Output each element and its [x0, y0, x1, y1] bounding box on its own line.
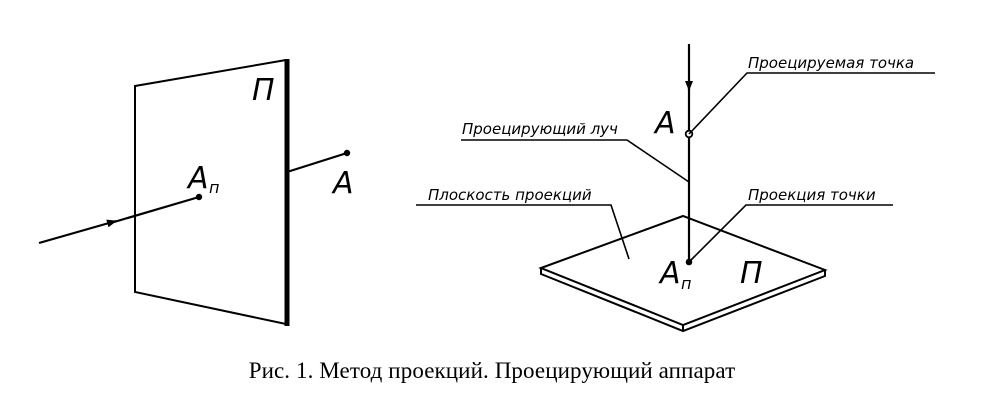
- figure-caption: Рис. 1. Метод проекций. Проецирующий апп…: [248, 358, 736, 383]
- projection-point-dot: [195, 193, 203, 201]
- projection-subscript-right: п: [681, 274, 691, 293]
- incoming-ray-arrow: [38, 219, 117, 245]
- projection-label: A: [186, 161, 209, 196]
- left-figure: П A A п: [38, 59, 354, 326]
- projection-plane-top: [538, 214, 828, 327]
- projection-plane-callout: Плоскость проекций: [428, 186, 592, 204]
- point-a-dot: [343, 149, 351, 157]
- projected-point-callout: Проецируемая точка: [748, 54, 914, 72]
- plane-label: П: [252, 73, 275, 108]
- plane-label-right: П: [740, 256, 763, 291]
- point-projection-leader: [688, 204, 893, 263]
- point-a-label: A: [331, 166, 354, 201]
- projection-plane-leader: [416, 204, 630, 260]
- projection-label-right: A: [658, 256, 681, 291]
- projecting-ray-leader: [461, 139, 690, 183]
- ray-to-point-a: [286, 151, 348, 174]
- projection-plane-outline: [134, 59, 287, 325]
- projection-subscript: п: [209, 178, 219, 197]
- projecting-ray-segment: [113, 195, 200, 224]
- point-a-label-right: A: [653, 106, 676, 141]
- right-figure: Проецируемая точка Проецирующий луч Плос…: [416, 44, 935, 333]
- point-projection-callout: Проекция точки: [748, 186, 876, 204]
- projected-point-leader: [688, 72, 935, 135]
- projecting-ray-callout: Проецирующий луч: [462, 120, 618, 138]
